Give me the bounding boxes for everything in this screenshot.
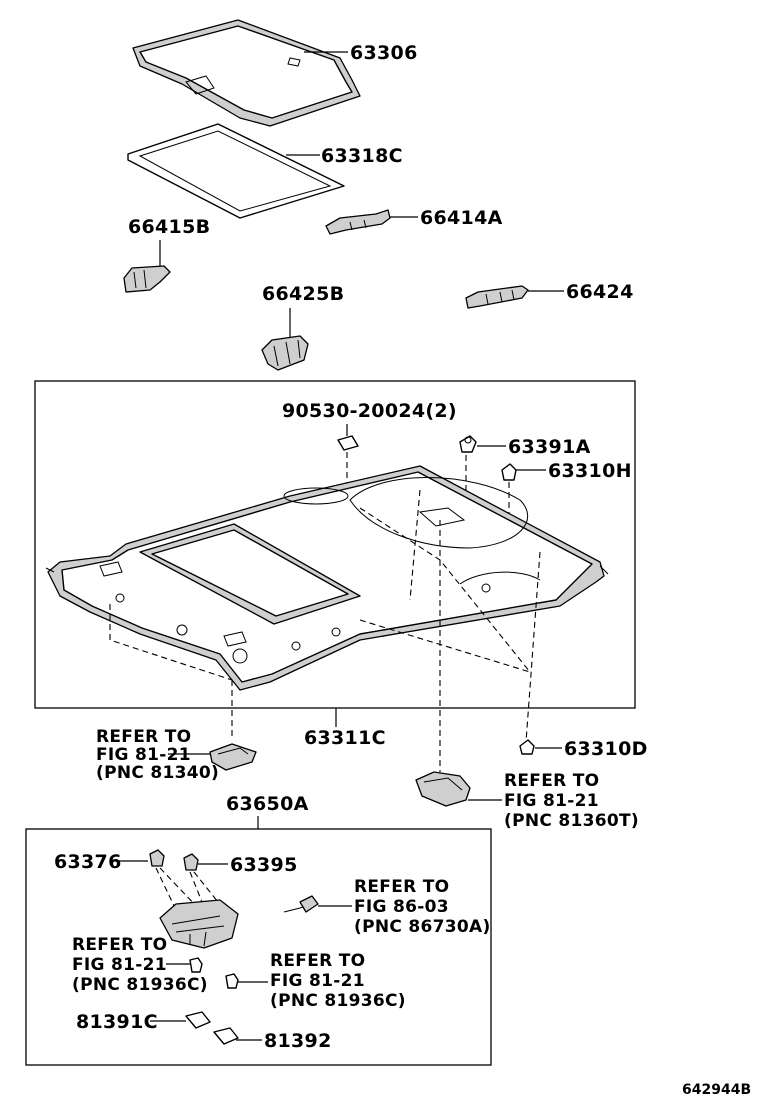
svg-text:REFER TO: REFER TO — [354, 877, 449, 897]
screw-63376-drawing — [149, 849, 165, 867]
reference-81936C-right: REFER TO FIG 81-21 (PNC 81936C) — [270, 951, 406, 1011]
part-label-63391A: 63391A — [508, 436, 591, 458]
clip-63310H-drawing — [501, 463, 517, 481]
svg-text:REFER TO: REFER TO — [96, 727, 191, 747]
bracket-66415B-drawing — [123, 265, 171, 293]
part-label-66415B: 66415B — [128, 216, 210, 238]
part-label-63306: 63306 — [350, 42, 418, 64]
svg-text:(PNC 81360T): (PNC 81360T) — [504, 811, 639, 831]
bulb-81936C-right-drawing — [225, 973, 239, 989]
bracket-66414A-drawing — [325, 209, 391, 235]
part-label-66425B: 66425B — [262, 283, 344, 305]
svg-text:(PNC 86730A): (PNC 86730A) — [354, 917, 491, 937]
svg-text:FIG 81-21: FIG 81-21 — [72, 955, 167, 975]
svg-text:(PNC 81936C): (PNC 81936C) — [270, 991, 406, 1011]
part-label-81391C: 81391C — [76, 1011, 158, 1033]
reference-81360T: REFER TO FIG 81-21 (PNC 81360T) — [504, 771, 639, 831]
part-label-63650A: 63650A — [226, 793, 309, 815]
lens-81391C-drawing — [185, 1011, 211, 1029]
reference-86730A: REFER TO FIG 86-03 (PNC 86730A) — [354, 877, 491, 937]
svg-text:FIG 86-03: FIG 86-03 — [354, 897, 449, 917]
part-label-63310H: 63310H — [548, 460, 632, 482]
part-label-66424: 66424 — [566, 281, 634, 303]
part-label-63310D: 63310D — [564, 738, 648, 760]
bracket-66424-drawing — [465, 285, 529, 309]
svg-text:(PNC 81340): (PNC 81340) — [96, 763, 219, 783]
sunroof-frame-drawing — [127, 123, 345, 219]
map-lamp-81360T-drawing — [415, 771, 471, 807]
console-group-box — [25, 828, 492, 1066]
lens-81392-drawing — [213, 1027, 239, 1045]
svg-text:(PNC 81936C): (PNC 81936C) — [72, 975, 208, 995]
svg-text:REFER TO: REFER TO — [270, 951, 365, 971]
svg-text:FIG 81-21: FIG 81-21 — [96, 745, 191, 765]
svg-text:FIG 81-21: FIG 81-21 — [504, 791, 599, 811]
overhead-console-drawing — [159, 899, 239, 949]
pad-90530-drawing — [337, 435, 359, 451]
clip-63391A-drawing — [459, 435, 477, 453]
part-label-66414A: 66414A — [420, 207, 503, 229]
svg-text:REFER TO: REFER TO — [504, 771, 599, 791]
svg-text:REFER TO: REFER TO — [72, 935, 167, 955]
part-label-63395: 63395 — [230, 854, 298, 876]
part-label-63376: 63376 — [54, 851, 122, 873]
part-label-90530-20024: 90530-20024(2) — [282, 400, 457, 422]
wire-harness-86730A-drawing — [283, 895, 319, 913]
clip-63310D-drawing — [519, 739, 535, 755]
headliner-drawing — [45, 465, 609, 691]
diagram-code: 642944B — [682, 1082, 751, 1098]
headliner-group-box — [34, 380, 636, 709]
reference-81340: REFER TO FIG 81-21 (PNC 81340) — [96, 727, 219, 783]
svg-text:FIG 81-21: FIG 81-21 — [270, 971, 365, 991]
part-label-63311C: 63311C — [304, 727, 386, 749]
bulb-81936C-left-drawing — [189, 957, 203, 973]
map-lamp-81340-drawing — [209, 743, 257, 771]
sunshade-panel-drawing — [132, 19, 361, 127]
part-label-81392: 81392 — [264, 1030, 332, 1052]
reference-81936C-left: REFER TO FIG 81-21 (PNC 81936C) — [72, 935, 208, 995]
part-label-63318C: 63318C — [321, 145, 403, 167]
screw-63395-drawing — [183, 853, 199, 871]
bracket-66425B-drawing — [261, 335, 309, 371]
